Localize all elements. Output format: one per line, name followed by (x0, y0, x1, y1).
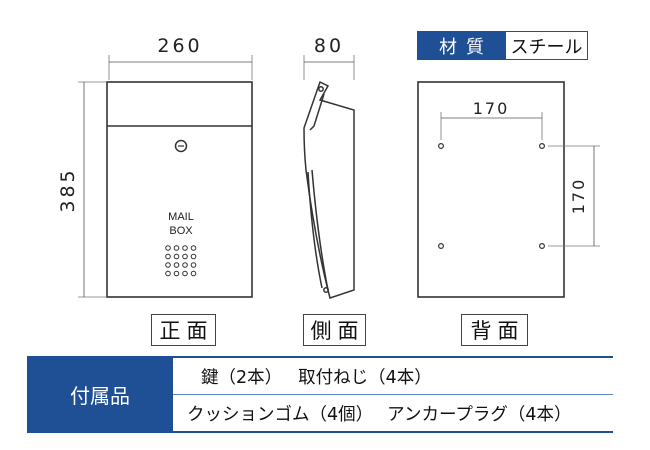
box-text: BOX (169, 225, 193, 237)
back-view: 170 170 (417, 81, 600, 298)
vent-hole (165, 245, 171, 251)
vent-hole (190, 262, 197, 268)
mount-hole (438, 243, 445, 250)
front-view: MAIL BOX (106, 81, 253, 298)
mount-hole (538, 143, 545, 150)
accessories-header: 付属品 (27, 356, 173, 433)
vent-hole (182, 270, 188, 277)
vent-hole (165, 253, 171, 260)
mail-text: MAIL (168, 211, 194, 223)
front-width-dimension: 260 (108, 35, 253, 80)
back-horizontal-label: 170 (473, 99, 510, 118)
mount-hole (438, 143, 445, 150)
vent-hole (173, 245, 180, 251)
vent-hole (182, 262, 188, 268)
side-view-label: 側面 (303, 314, 366, 346)
vent-hole (182, 253, 188, 260)
material-value: スチール (506, 32, 587, 59)
keyhole-icon (174, 139, 188, 153)
back-vertical-label: 170 (569, 178, 588, 215)
front-view-label: 正面 (151, 314, 216, 346)
vent-hole (165, 262, 171, 268)
side-depth-dimension: 80 (303, 35, 355, 80)
accessories-row: クッションゴム（4個） アンカープラグ（4本） (173, 394, 613, 433)
accessory-item: クッションゴム（4個） (187, 404, 374, 425)
vent-hole (173, 270, 180, 277)
height-dimension: 385 (57, 81, 106, 298)
vent-hole (182, 245, 188, 251)
accessory-item: アンカープラグ（4本） (387, 404, 572, 425)
vent-holes (165, 245, 197, 277)
side-depth-label: 80 (314, 35, 344, 57)
vent-hole (190, 270, 197, 277)
accessory-item: 取付ねじ（4本） (298, 367, 432, 388)
back-view-label: 背面 (461, 314, 528, 346)
vent-hole (190, 253, 197, 260)
material-label: 材質 (418, 32, 506, 59)
vent-hole (190, 245, 197, 251)
accessories-row: 鍵（2本） 取付ねじ（4本） (173, 356, 613, 394)
front-width-label: 260 (157, 35, 202, 57)
accessories-table: 付属品 鍵（2本） 取付ねじ（4本） クッションゴム（4個） アンカープラグ（4… (27, 356, 613, 433)
accessory-item: 鍵（2本） (201, 367, 283, 388)
vent-hole (173, 253, 180, 260)
side-view (303, 80, 355, 299)
mount-hole (538, 243, 545, 250)
vent-hole (165, 270, 171, 277)
material-box: 材質 スチール (417, 31, 588, 60)
vent-hole (173, 262, 180, 268)
height-label: 385 (57, 167, 79, 212)
